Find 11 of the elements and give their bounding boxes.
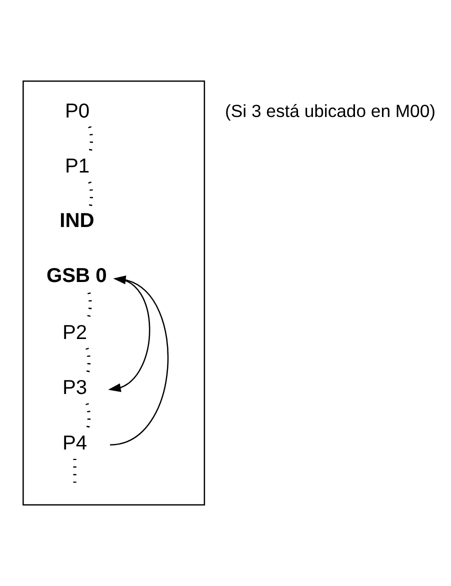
node-text: P0 [64,100,90,122]
arrow [108,278,150,392]
node-text: IND [60,210,94,232]
node-text: P3 [62,377,88,400]
node-text: P1 [64,156,90,178]
cluster [22,80,206,506]
node-text: GSB 0 [46,265,107,288]
label: (Si 3 está ubicado en M00) [225,101,436,122]
node-text: P2 [62,322,88,344]
node-text: P4 [62,432,88,455]
arrow [110,276,168,446]
